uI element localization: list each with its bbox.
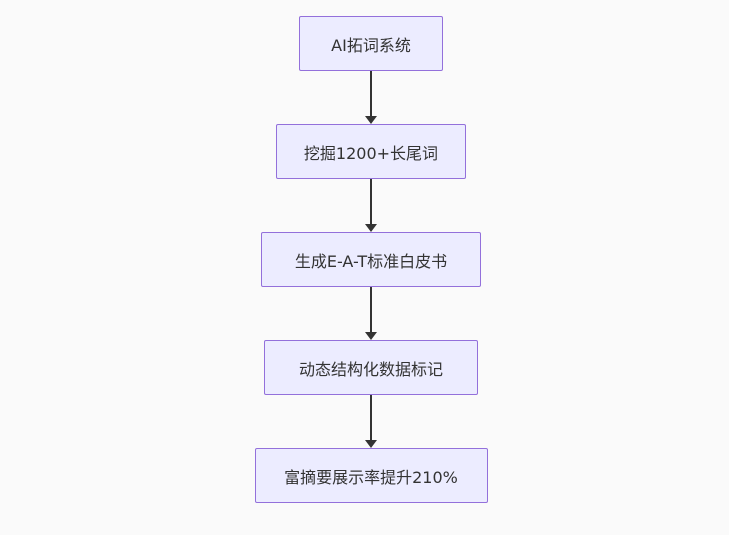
arrowhead-down-icon: [365, 116, 377, 124]
flow-node-label: 动态结构化数据标记: [298, 359, 443, 379]
arrow-line: [370, 395, 372, 440]
arrow-line: [370, 71, 372, 116]
flow-arrow-3: [364, 287, 378, 340]
flow-node-rich-snippet-result: 富摘要展示率提升210%: [254, 448, 488, 503]
flow-arrow-4: [364, 395, 378, 448]
flow-arrow-1: [364, 71, 378, 124]
flow-node-structured-data: 动态结构化数据标记: [264, 340, 478, 395]
arrow-line: [370, 287, 372, 332]
arrow-line: [370, 179, 372, 224]
flow-node-label: 富摘要展示率提升210%: [284, 467, 458, 487]
flow-arrow-2: [364, 179, 378, 232]
arrowhead-down-icon: [365, 440, 377, 448]
flow-node-label: AI拓词系统: [331, 35, 411, 55]
arrowhead-down-icon: [365, 332, 377, 340]
flow-node-longtail-mining: 挖掘1200+长尾词: [276, 124, 466, 179]
flow-node-ai-word-system: AI拓词系统: [299, 16, 443, 71]
flowchart: AI拓词系统 挖掘1200+长尾词 生成E-A-T标准白皮书 动态结构化数据标记…: [251, 16, 491, 503]
flow-node-label: 挖掘1200+长尾词: [303, 143, 439, 163]
flow-node-eat-whitepaper: 生成E-A-T标准白皮书: [261, 232, 481, 287]
flow-node-label: 生成E-A-T标准白皮书: [294, 251, 448, 271]
arrowhead-down-icon: [365, 224, 377, 232]
